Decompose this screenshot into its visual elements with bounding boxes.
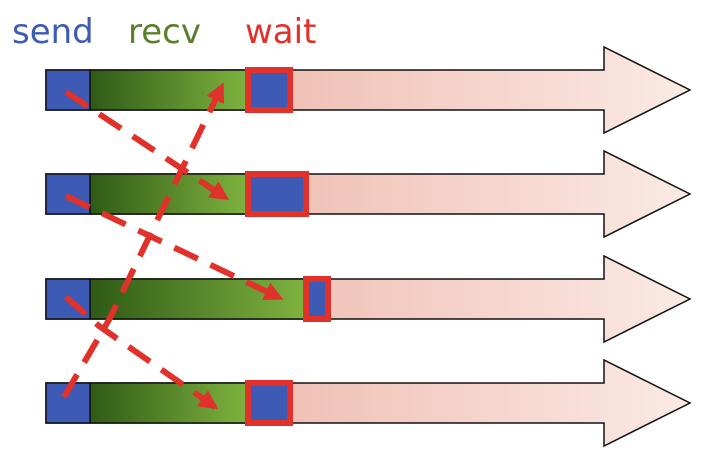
wait-block-1 bbox=[245, 67, 293, 113]
recv-segment-3 bbox=[89, 278, 307, 320]
wait-block-4 bbox=[245, 380, 293, 426]
legend-wait-label: wait bbox=[245, 12, 317, 52]
message-arrow-p1-to-p2 bbox=[64, 89, 230, 201]
recv-segment-4 bbox=[89, 382, 249, 424]
process-timeline-1 bbox=[45, 45, 692, 135]
message-arrow-p4-to-p1 bbox=[61, 82, 225, 399]
wait-block-2 bbox=[245, 171, 309, 217]
recv-segment-2 bbox=[89, 173, 249, 215]
legend-send-label: send bbox=[12, 12, 94, 52]
legend-recv-label: recv bbox=[128, 12, 201, 52]
wait-block-3 bbox=[303, 276, 331, 322]
process-timeline-4 bbox=[45, 358, 692, 448]
process-timeline-3 bbox=[45, 254, 692, 344]
recv-segment-1 bbox=[89, 69, 249, 111]
process-timeline-2 bbox=[45, 149, 692, 239]
message-arrow-p3-to-p4 bbox=[64, 294, 219, 410]
